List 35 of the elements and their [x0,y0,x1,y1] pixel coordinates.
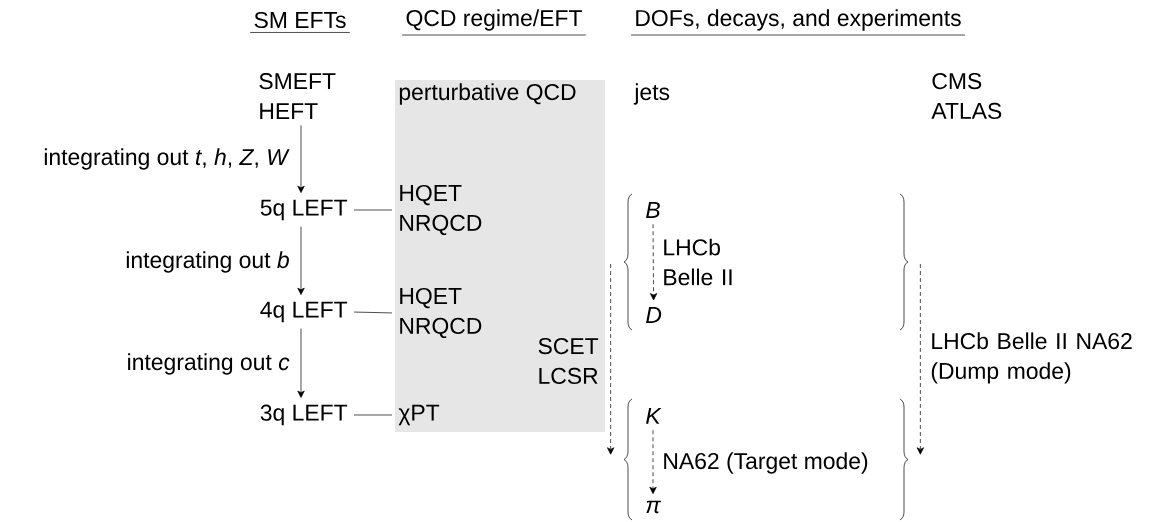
term-label: HQET NRQCD [400,184,482,236]
term-label: χPT [398,404,440,426]
term-label: D [646,307,662,323]
term-label: SMEFT HEFT [259,73,336,119]
connector-line [353,209,393,211]
edge-label: NA62 (Target mode) [660,450,871,476]
dashed-arrow [649,429,657,495]
term-label: 3q LEFT [260,404,348,426]
term-label: HQET NRQCD [400,287,482,339]
text-label: jets [633,83,670,105]
arrow [297,124,305,193]
dashed-arrow [649,223,658,301]
curly-brace-pair [623,398,909,521]
edge-label: LHCb Belle II NA62 (Dump mode) [928,330,1148,386]
dashed-arrow [916,263,924,455]
edge-label: integrating out c [124,351,292,377]
term-label: π [646,500,662,514]
edge-label: LHCb Belle II [660,236,747,288]
column-heading: SM EFTs [249,11,351,33]
term-label: 5q LEFT [260,199,348,221]
term-label: SCET LCSR [538,337,599,385]
column-heading: QCD regime/EFT [401,9,587,36]
edge-label: integrating out t, h, Z, W [41,146,292,172]
arrow [297,328,305,398]
arrow [297,226,305,295]
dashed-arrow [607,263,615,455]
connector-line [353,311,393,314]
term-label: 4q LEFT [260,301,348,323]
curly-brace-pair [623,193,909,331]
column-heading: DOFs, decays, and experiments [630,9,966,36]
term-label: B [646,202,660,218]
connector-line [353,414,393,416]
text-label: CMS ATLAS [931,72,1002,120]
term-label: K [646,408,662,424]
edge-label: integrating out b [123,249,292,275]
